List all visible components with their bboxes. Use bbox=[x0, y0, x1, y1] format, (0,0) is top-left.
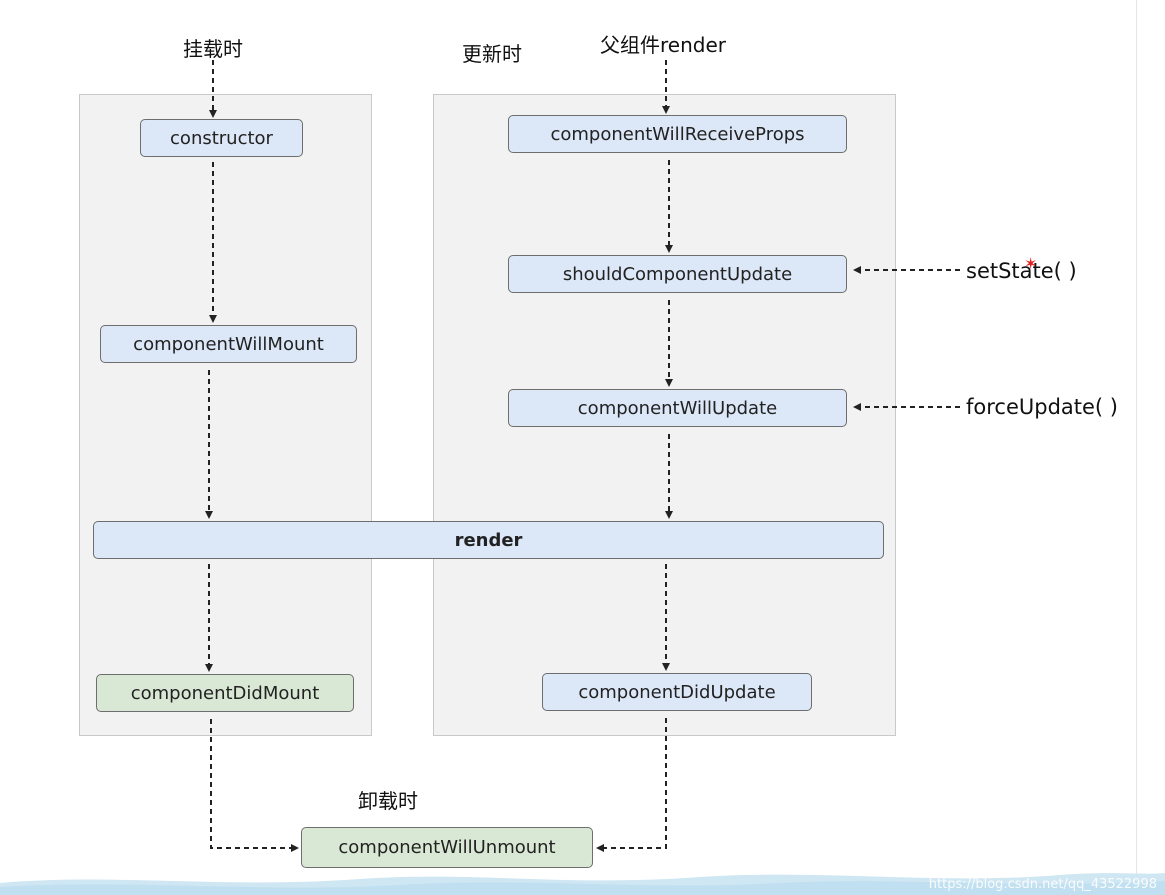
arrow-did-update-to-unmount bbox=[596, 718, 667, 852]
component-will-receive-props-node: componentWillReceiveProps bbox=[508, 115, 847, 153]
component-did-mount-node: componentDidMount bbox=[96, 674, 354, 712]
render-node: render bbox=[93, 521, 884, 559]
update-phase-label: 更新时 bbox=[462, 42, 522, 66]
component-did-update-node: componentDidUpdate bbox=[542, 673, 812, 711]
constructor-node: constructor bbox=[140, 119, 303, 157]
parent-render-label: 父组件render bbox=[600, 33, 726, 57]
force-update-label: forceUpdate( ) bbox=[966, 395, 1118, 419]
mount-panel bbox=[79, 94, 372, 736]
component-will-unmount-node: componentWillUnmount bbox=[301, 827, 593, 868]
set-state-label: setState( ) bbox=[966, 259, 1077, 283]
mount-phase-label: 挂载时 bbox=[183, 37, 243, 61]
component-will-update-node: componentWillUpdate bbox=[508, 389, 847, 427]
wave-decoration bbox=[0, 873, 1165, 895]
unmount-phase-label: 卸载时 bbox=[358, 789, 418, 813]
cursor-mark-icon: ✶ bbox=[1024, 254, 1038, 273]
arrow-did-mount-to-unmount bbox=[210, 719, 299, 852]
component-will-mount-node: componentWillMount bbox=[100, 325, 357, 363]
watermark: https://blog.csdn.net/qq_43522998 bbox=[928, 877, 1157, 892]
should-component-update-node: shouldComponentUpdate bbox=[508, 255, 847, 293]
